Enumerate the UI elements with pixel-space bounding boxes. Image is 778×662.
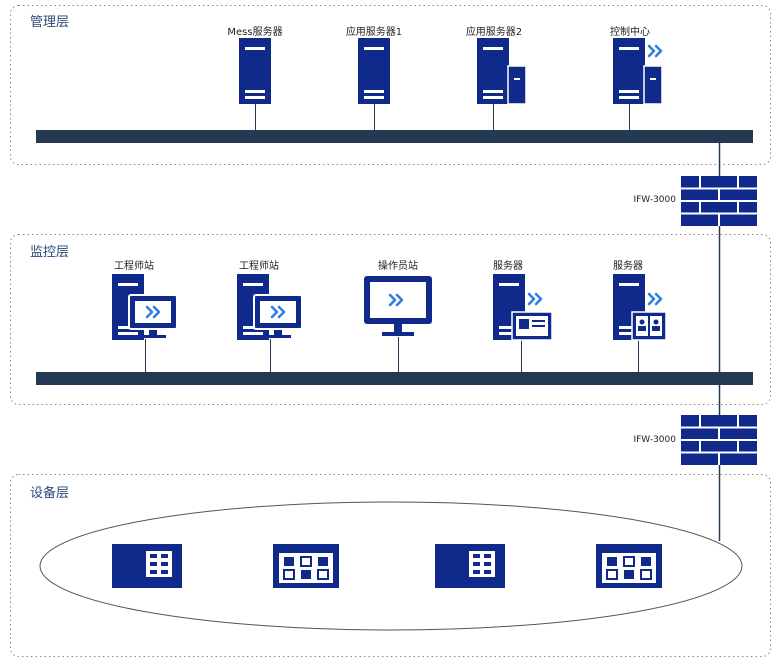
chevron-right-icon	[647, 44, 663, 58]
engineer-station-2[interactable]: 工程师站	[237, 259, 303, 340]
device-network-ellipse	[39, 501, 743, 631]
mess-server[interactable]: Mess服务器	[227, 25, 283, 104]
io-module-1[interactable]	[112, 544, 182, 588]
management-layer-box	[10, 5, 771, 165]
server-with-book-icon	[613, 274, 667, 341]
monitoring-stations: 工程师站 工程师站 操作员站	[112, 259, 667, 373]
control-center-server-icon	[613, 38, 663, 105]
server-icon	[239, 38, 271, 104]
server-with-card-icon	[493, 274, 553, 341]
server-label: 应用服务器2	[466, 25, 522, 38]
server-station-1[interactable]: 服务器	[493, 259, 553, 341]
operator-monitor-icon	[364, 276, 432, 336]
server-station-2[interactable]: 服务器	[613, 259, 667, 341]
engineer-station-1[interactable]: 工程师站	[112, 259, 178, 340]
firewall-label: IFW-3000	[633, 435, 676, 445]
firewall-1[interactable]: IFW-3000	[633, 175, 758, 227]
device-layer-title: 设备层	[30, 485, 69, 501]
chevron-right-icon	[647, 292, 663, 306]
engineer-workstation-icon	[112, 274, 178, 340]
app-server-2[interactable]: 应用服务器2	[466, 25, 527, 105]
server-label: 控制中心	[610, 25, 650, 38]
device-modules	[112, 543, 663, 589]
station-label: 服务器	[493, 259, 523, 272]
server-icon	[358, 38, 390, 104]
station-label: 工程师站	[239, 259, 279, 272]
firewall-2[interactable]: IFW-3000	[633, 414, 758, 466]
management-servers: Mess服务器 应用服务器1 应用服务器2 控制中心	[227, 25, 663, 131]
server-with-storage-icon	[477, 38, 527, 105]
server-label: 应用服务器1	[346, 25, 402, 38]
control-center-server[interactable]: 控制中心	[610, 25, 663, 105]
device-layer-box	[10, 474, 771, 657]
engineer-workstation-icon	[237, 274, 303, 340]
management-layer-title: 管理层	[30, 15, 69, 30]
station-label: 工程师站	[114, 259, 154, 272]
station-label: 服务器	[613, 259, 643, 272]
controller-module-1[interactable]	[272, 543, 340, 589]
server-label: Mess服务器	[227, 25, 282, 38]
operator-station[interactable]: 操作员站	[364, 259, 432, 336]
io-module-2[interactable]	[435, 544, 505, 588]
monitoring-bus	[36, 372, 753, 385]
firewall-brick-icon	[680, 175, 758, 227]
app-server-1[interactable]: 应用服务器1	[346, 25, 402, 104]
monitoring-layer-box	[10, 234, 771, 405]
management-bus	[36, 130, 753, 143]
monitoring-layer-title: 监控层	[30, 245, 69, 260]
station-label: 操作员站	[378, 259, 418, 272]
chevron-right-icon	[527, 292, 543, 306]
firewall-label: IFW-3000	[633, 195, 676, 205]
firewall-brick-icon	[680, 414, 758, 466]
controller-module-2[interactable]	[595, 543, 663, 589]
